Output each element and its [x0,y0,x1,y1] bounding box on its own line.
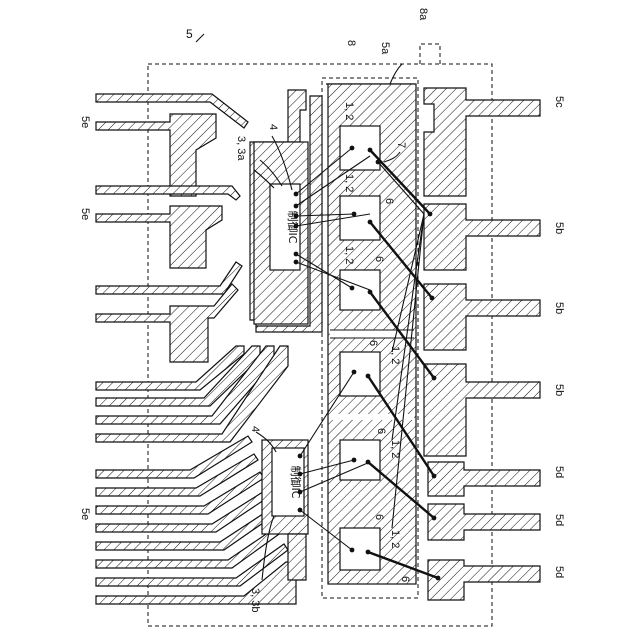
label-7: 7 [395,142,407,148]
label-5e-1: 5e [79,116,91,128]
label-5d-3: 5d [553,566,565,578]
label-6-c: 6 [367,340,379,346]
label-8: 8 [345,40,357,46]
label-5a: 5a [379,42,391,55]
label-5b-2: 5b [553,302,565,314]
label-12-c: 1, 2 [343,246,355,264]
right-terminals [424,88,540,600]
frame-gap-2 [330,414,414,420]
label-5b-1: 5b [553,222,565,234]
label-3-3a: 3, 3a [235,136,247,161]
label-12-b: 1, 2 [343,174,355,192]
label-5e-2: 5e [79,208,91,220]
left-leads-upper [96,94,248,362]
label-12-a: 1, 2 [343,102,355,120]
label-5: 5 [186,27,193,41]
ic-pad-3b-stem [288,534,306,580]
label-6-a: 6 [383,198,395,204]
label-12-f: 1, 2 [389,530,401,548]
package-tab-8a [420,44,440,64]
label-5b-3: 5b [553,384,565,396]
label-12-e: 1, 2 [389,440,401,458]
label-6-b: 6 [373,256,385,262]
label-5c: 5c [553,96,565,108]
label-6-e: 6 [373,514,385,520]
label-12-d: 1, 2 [389,346,401,364]
label-5d-1: 5d [553,466,565,478]
label-5e-3: 5e [79,508,91,520]
label-5d-2: 5d [553,514,565,526]
label-3-3b: 3, 3b [249,588,261,612]
label-8a: 8a [417,8,429,21]
label-6-f: 6 [399,576,411,582]
label-4-lower: 4 [249,426,261,432]
label-6-d: 6 [375,428,387,434]
label-4-upper: 4 [267,124,279,130]
